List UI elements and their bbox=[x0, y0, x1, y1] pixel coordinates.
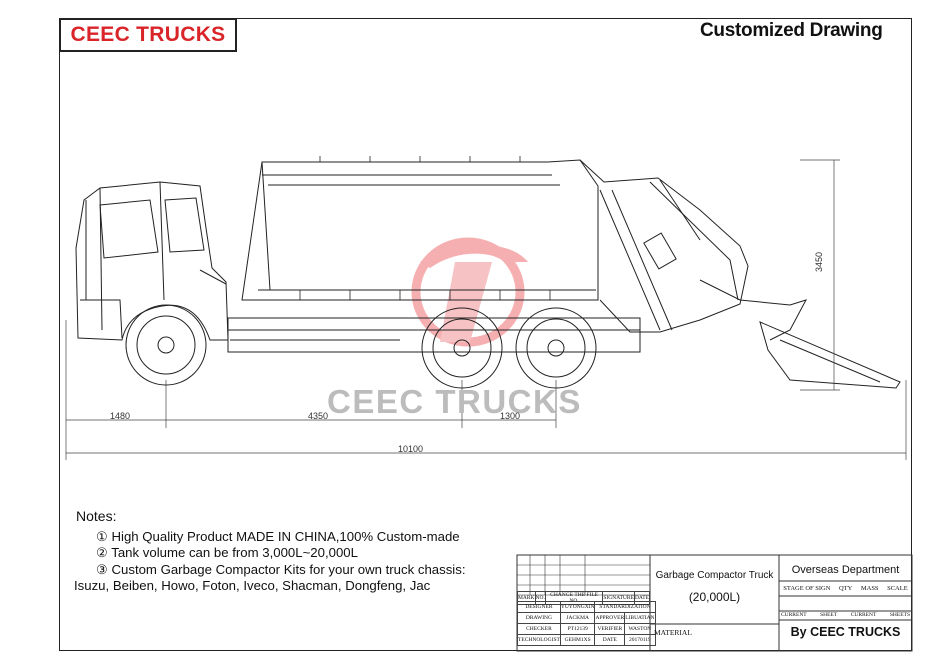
by-line: By CEEC TRUCKS bbox=[790, 625, 901, 639]
sign-cell: DATE bbox=[594, 634, 626, 646]
sheet-label: SHEET bbox=[820, 612, 838, 618]
sign-cell: LIBUATIAN bbox=[624, 612, 656, 624]
watermark-text: CEEC TRUCKS bbox=[327, 383, 582, 420]
note-item: ② Tank volume can be from 3,000L~20,000L bbox=[96, 545, 358, 560]
stage-label: SCALE bbox=[887, 585, 908, 592]
sign-cell: GEHM1XS bbox=[559, 634, 596, 646]
stage-label: MASS bbox=[860, 585, 879, 592]
sign-cell: APPROVER bbox=[594, 612, 626, 624]
sheet-row: CURRENT SHEET CURRENT SHEETS bbox=[781, 612, 910, 618]
department-label: Overseas Department bbox=[791, 564, 900, 576]
brand-logo: CEEC TRUCKS bbox=[59, 18, 237, 52]
sheet-label: SHEETS bbox=[889, 612, 910, 618]
dim-axle-spacing: 1300 bbox=[500, 411, 521, 421]
product-name: Garbage Compactor Truck bbox=[655, 570, 774, 581]
dim-height: 3450 bbox=[814, 251, 824, 272]
bin-lifter bbox=[759, 321, 901, 389]
chassis-frame bbox=[227, 317, 641, 353]
dim-front-overhang: 1480 bbox=[110, 411, 131, 421]
brand-logo-text: CEEC TRUCKS bbox=[70, 23, 226, 46]
truck-cab bbox=[75, 181, 229, 341]
sign-cell: CHECKER bbox=[517, 623, 561, 635]
sign-cell: 20170119 bbox=[624, 634, 656, 646]
stage-label: STAGE OF SIGN bbox=[783, 585, 831, 592]
sign-cell: TECHNOLOGIST bbox=[517, 634, 561, 646]
product-capacity: (20,000L) bbox=[688, 590, 741, 604]
sign-cell: DRAWING bbox=[517, 612, 561, 624]
notes-heading: Notes: bbox=[76, 508, 117, 524]
drawing-frame bbox=[59, 18, 912, 651]
note-item: ① High Quality Product MADE IN CHINA,100… bbox=[96, 528, 460, 544]
signature-table: DESIGNER YUYONGXIN STANDARDIZATION DRAWI… bbox=[517, 601, 656, 646]
logo-mark-watermark bbox=[411, 237, 528, 347]
material-label: MATERIAL bbox=[654, 628, 692, 637]
tailgate bbox=[579, 159, 749, 333]
sign-cell: PT12139 bbox=[559, 623, 596, 635]
page-title: Customized Drawing bbox=[700, 20, 883, 41]
sheet-label: CURRENT bbox=[781, 612, 807, 618]
sign-cell: WASTON bbox=[624, 623, 656, 635]
notes-section: Notes: ① High Quality Product MADE IN CH… bbox=[74, 508, 466, 595]
stage-row: STAGE OF SIGN QTY MASS SCALE bbox=[779, 585, 912, 592]
front-wheel bbox=[125, 304, 207, 386]
dim-total-length: 10100 bbox=[398, 444, 424, 454]
stage-label: QTY bbox=[838, 585, 853, 592]
sign-cell: JACKMA bbox=[559, 612, 596, 624]
note-item: ③ Custom Garbage Compactor Kits for your… bbox=[96, 561, 466, 577]
sheet-label: CURRENT bbox=[850, 612, 877, 618]
note-brands: Isuzu, Beiben, Howo, Foton, Iveco, Shacm… bbox=[74, 578, 431, 593]
sign-cell: DESIGNER bbox=[517, 601, 561, 613]
sign-cell: VERIFIER bbox=[594, 623, 626, 635]
dim-wheelbase: 4350 bbox=[308, 411, 329, 421]
sign-cell: YUYONGXIN bbox=[559, 601, 596, 613]
sign-cell: STANDARDIZATION bbox=[594, 601, 656, 613]
